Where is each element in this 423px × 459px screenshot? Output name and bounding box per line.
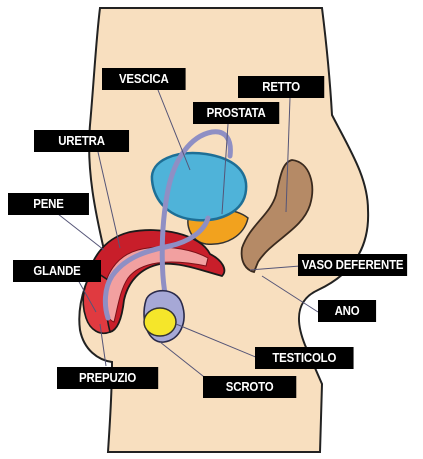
label-vaso-deferente: VASO DEFERENTE [298, 254, 407, 276]
label-retto: RETTO [238, 76, 324, 98]
testicle [144, 308, 176, 336]
label-ano: ANO [318, 300, 376, 322]
label-testicolo: TESTICOLO [255, 347, 354, 369]
label-scroto: SCROTO [203, 376, 296, 398]
label-pene: PENE [8, 193, 89, 215]
label-uretra: URETRA [34, 130, 129, 152]
label-glande: GLANDE [13, 260, 101, 282]
label-prepuzio: PREPUZIO [57, 367, 158, 389]
label-prostata: PROSTATA [193, 102, 279, 124]
label-vescica: VESCICA [102, 68, 186, 90]
